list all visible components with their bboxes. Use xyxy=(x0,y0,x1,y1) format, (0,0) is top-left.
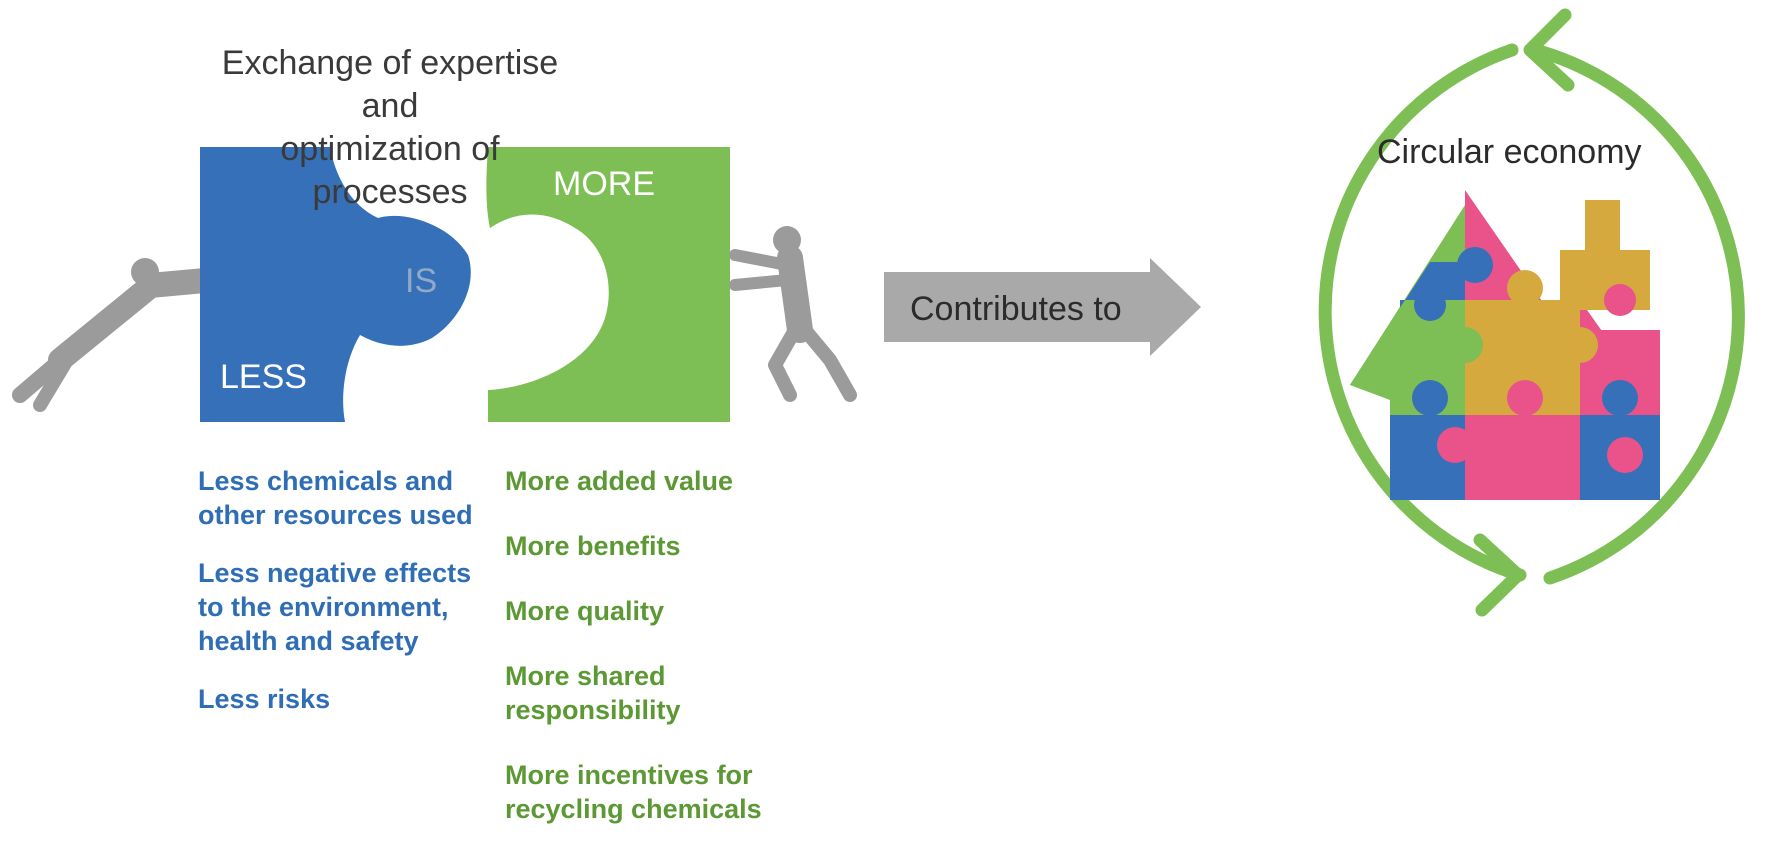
less-item: Less negative effects to the environment… xyxy=(198,558,472,656)
process-heading: Exchange of expertise and optimization o… xyxy=(210,42,570,214)
more-list: More added value More benefits More qual… xyxy=(505,464,825,857)
contributes-arrow xyxy=(884,258,1201,356)
less-item: Less risks xyxy=(198,684,331,714)
less-list: Less chemicals and other resources used … xyxy=(198,464,473,740)
circle-label: Circular economy xyxy=(1377,133,1642,171)
less-label: LESS xyxy=(220,358,307,396)
more-item: More added value xyxy=(505,466,734,496)
is-label: IS xyxy=(405,262,437,300)
heading-line-2: optimization of processes xyxy=(280,130,500,211)
puzzle-house-icon xyxy=(1350,190,1660,500)
more-item: More quality xyxy=(505,596,665,626)
more-puzzle-piece xyxy=(486,147,730,422)
more-item: More incentives for recycling chemicals xyxy=(505,760,762,824)
less-item: Less chemicals and other resources used xyxy=(198,466,473,530)
more-label: MORE xyxy=(553,165,655,203)
cycle-arrows-icon xyxy=(1318,8,1745,617)
less-puzzle-piece xyxy=(200,147,471,422)
person-pushing-right-icon xyxy=(729,226,857,402)
more-item: More shared responsibility xyxy=(505,661,681,725)
heading-line-1: Exchange of expertise and xyxy=(221,44,559,125)
more-item: More benefits xyxy=(505,531,681,561)
person-pushing-left-icon xyxy=(12,258,212,412)
arrow-label: Contributes to xyxy=(910,290,1122,328)
